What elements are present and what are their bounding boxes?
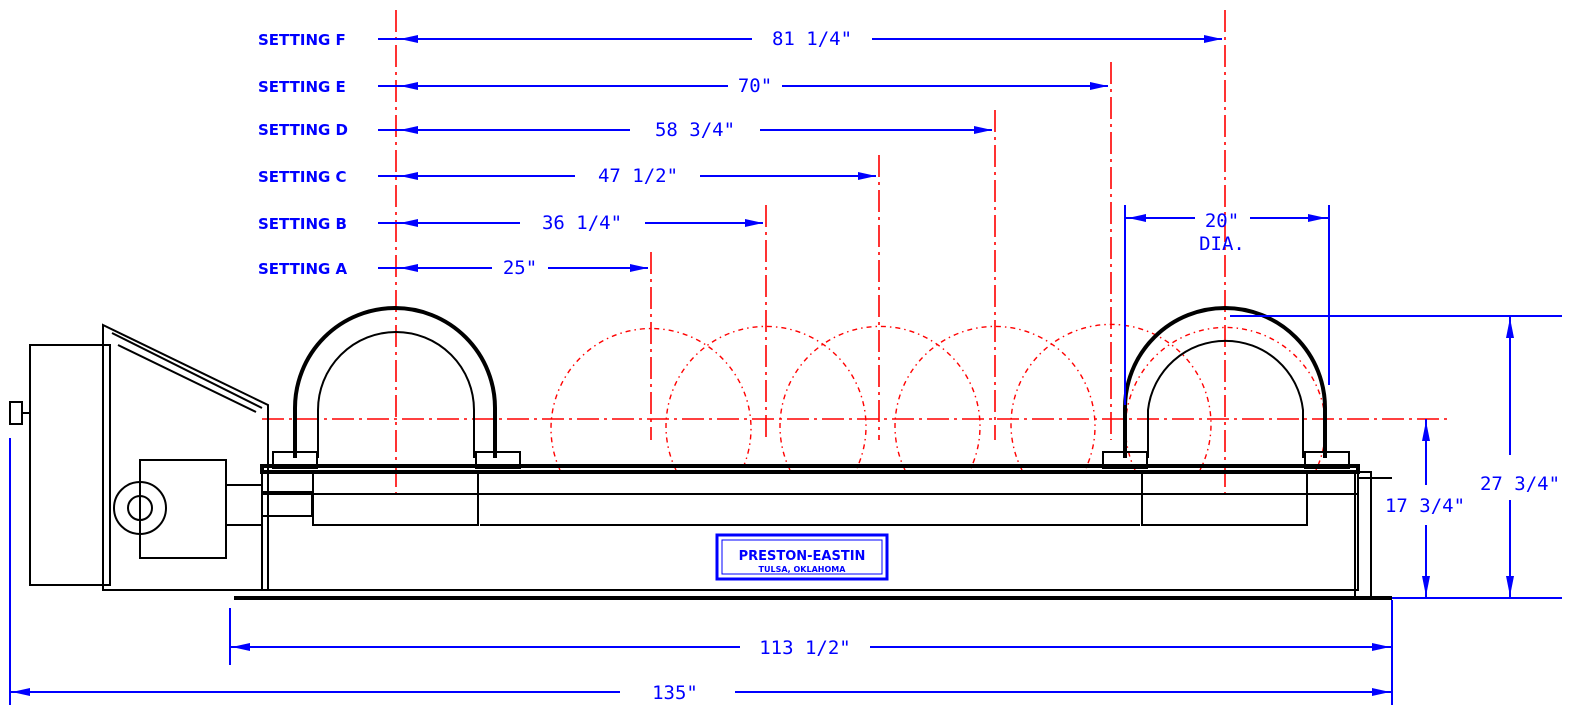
overall-length-arrow-right	[1372, 688, 1390, 696]
axle-height-value: 17 3/4"	[1385, 495, 1465, 517]
setting-d-arrow-right	[974, 126, 992, 134]
fixed-roll-bearing-right	[475, 451, 521, 469]
nameplate-company: PRESTON-EASTIN	[739, 549, 866, 564]
gearbox-cover-edge	[111, 332, 263, 409]
setting-c-arrow-left	[400, 172, 418, 180]
nameplate-location: TULSA, OKLAHOMA	[759, 565, 847, 574]
setting-f-dimension: 81 1/4"	[772, 28, 852, 50]
motor-cap	[9, 401, 23, 425]
coupling-circle	[113, 481, 167, 535]
phantom-wheel-c	[779, 325, 981, 471]
phantom-wheel-b	[665, 325, 867, 471]
setting-e-label: SETTING E	[258, 78, 346, 96]
idler-roll-outer-tire	[1123, 306, 1327, 458]
axle-height-arrow-top	[1422, 421, 1430, 441]
setting-d-label: SETTING D	[258, 121, 348, 139]
phantom-wheel-d	[894, 325, 1096, 471]
setting-b-label: SETTING B	[258, 215, 347, 233]
nameplate	[715, 533, 889, 581]
setting-e-dimension: 70"	[738, 75, 772, 97]
drive-shaft-coupler	[225, 484, 263, 526]
setting-b-dimension: 36 1/4"	[542, 212, 622, 234]
setting-b-arrow-left	[400, 219, 418, 227]
setting-c-dimension: 47 1/2"	[598, 165, 678, 187]
fixed-roll-inner-tire	[317, 331, 475, 458]
overall-length-value: 135"	[652, 682, 698, 704]
frame-side	[261, 471, 1359, 495]
idler-roll-assembly	[1102, 306, 1350, 526]
idler-roll-carriage	[1141, 471, 1308, 526]
wheel-diameter-dimension: 20" DIA.	[1124, 205, 1330, 405]
setting-b-arrow-right	[745, 219, 763, 227]
fixed-roll-assembly	[272, 306, 521, 526]
fixed-roll-carriage	[312, 471, 479, 526]
setting-e-arrow-right	[1090, 82, 1108, 90]
centerlines	[262, 10, 1452, 500]
idler-roll-bearing-left	[1102, 451, 1148, 469]
overall-height-value: 27 3/4"	[1480, 473, 1560, 495]
phantom-wheel-positions	[550, 323, 1327, 471]
fixed-roll-bearing-left	[272, 451, 318, 469]
setting-a-label: SETTING A	[258, 260, 348, 278]
setting-d-arrow-left	[400, 126, 418, 134]
machine-outline: PRESTON-EASTIN TULSA, OKLAHOMA	[9, 306, 1392, 600]
setting-f-label: SETTING F	[258, 31, 346, 49]
setting-c-arrow-right	[858, 172, 876, 180]
setting-f-arrow-left	[400, 35, 418, 43]
wheel-dia-value: 20"	[1205, 210, 1239, 232]
wheel-dia-arrow-right	[1308, 214, 1326, 222]
frame-length-value: 113 1/2"	[759, 637, 851, 659]
axle-height-arrow-bottom	[1422, 576, 1430, 596]
setting-f-arrow-right	[1204, 35, 1222, 43]
frame-body	[261, 493, 1359, 591]
overall-height-arrow-bottom	[1506, 576, 1514, 596]
height-dimensions: 27 3/4" 17 3/4"	[1230, 315, 1562, 599]
nameplate-inner-border	[721, 539, 883, 575]
setting-a-arrow-right	[630, 264, 648, 272]
setting-c-label: SETTING C	[258, 168, 347, 186]
coupling-hub	[127, 495, 153, 521]
frame-length-arrow-right	[1372, 643, 1390, 651]
idler-roll-bearing-right	[1304, 451, 1350, 469]
motor-housing	[29, 344, 111, 586]
overall-height-arrow-top	[1506, 318, 1514, 338]
idler-roll-inner-tire	[1147, 339, 1304, 458]
length-dimensions: 113 1/2" 135"	[9, 438, 1393, 705]
setting-e-arrow-left	[400, 82, 418, 90]
phantom-wheel-e	[1010, 323, 1212, 471]
setting-d-dimension: 58 3/4"	[655, 119, 735, 141]
end-bracket	[1354, 471, 1372, 599]
gearbox-cover	[102, 323, 269, 591]
fixed-roll-outer-tire	[293, 306, 497, 458]
phantom-wheel-f	[1124, 326, 1327, 471]
phantom-wheel-a	[550, 327, 752, 471]
setting-a-dimension: 25"	[503, 257, 537, 279]
setting-a-arrow-left	[400, 264, 418, 272]
frame-length-arrow-left	[232, 643, 250, 651]
wheel-dia-arrow-left	[1128, 214, 1146, 222]
wheel-dia-note: DIA.	[1199, 233, 1245, 255]
overall-length-arrow-left	[12, 688, 30, 696]
setting-dimensions: SETTING F 81 1/4" SETTING E 70" SETTING …	[258, 28, 1222, 279]
gearbox-cover-edge-2	[117, 344, 257, 413]
drive-shaft	[261, 491, 313, 517]
